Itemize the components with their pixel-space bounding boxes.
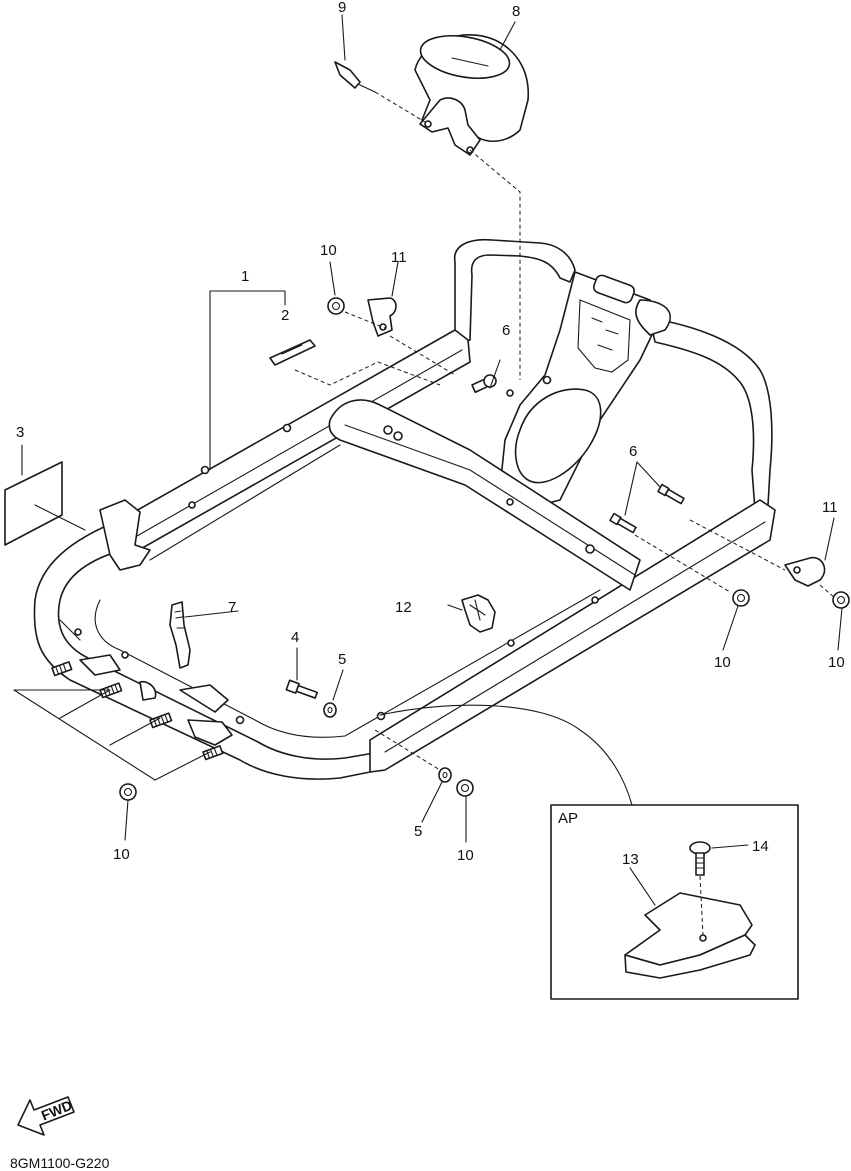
callout-11-right: 11 — [822, 499, 838, 516]
part-5-washer-upper — [323, 702, 337, 718]
callout-2: 2 — [281, 307, 289, 324]
callout-labels: 1 2 3 4 5 5 6 6 7 8 9 10 10 10 10 10 11 … — [16, 0, 845, 868]
main-frame — [33, 329, 776, 780]
callout-9: 9 — [338, 0, 346, 16]
part-9-clip-pin — [334, 61, 426, 123]
callout-10-lower-left: 10 — [113, 846, 130, 863]
part-3-label — [4, 461, 86, 546]
part-11-bracket-upper — [344, 297, 456, 376]
callout-10-right-a: 10 — [714, 654, 731, 671]
leader-lines — [21, 14, 843, 843]
callout-8: 8 — [512, 3, 520, 20]
diagram-code: 8GM1100-G220 — [10, 1155, 110, 1171]
callout-3: 3 — [16, 424, 24, 441]
ap-inset — [550, 804, 799, 1000]
fwd-arrow-icon: FWD — [17, 1096, 75, 1136]
part-10-nut-right-b — [832, 591, 850, 609]
part-10-nut-upper — [327, 297, 345, 315]
part-11-bracket-right — [689, 519, 836, 599]
callout-6-right: 6 — [629, 443, 637, 460]
part-6-bolt-right-b — [609, 512, 731, 593]
callout-6-upper: 6 — [502, 322, 510, 339]
part-6-bolt-right-a — [657, 483, 685, 505]
part-8-cover — [414, 34, 530, 156]
part-10-nut-lower-mid — [456, 779, 474, 797]
part-2-emblem — [269, 339, 441, 386]
part-13-plate — [624, 892, 756, 979]
callout-4: 4 — [291, 629, 299, 646]
callout-12: 12 — [395, 599, 412, 616]
front-studs — [13, 661, 224, 781]
part-12-clamp — [461, 594, 496, 633]
callout-7: 7 — [228, 599, 236, 616]
part-14-screw — [689, 841, 711, 936]
callout-10-upper: 10 — [320, 242, 337, 259]
leader-8-to-frame — [469, 149, 521, 380]
part-10-nut-right-a — [732, 589, 750, 607]
part-6-bolt-upper — [471, 359, 501, 394]
callout-5-lower: 5 — [414, 823, 422, 840]
part-5-washer-lower — [374, 729, 452, 783]
callout-10-right-b: 10 — [828, 654, 845, 671]
callout-5-upper: 5 — [338, 651, 346, 668]
part-4-bolt — [285, 679, 319, 699]
rear-bumper-tube — [635, 299, 773, 511]
part-10-nut-lower-left — [119, 783, 137, 801]
callout-10-lower-mid: 10 — [457, 847, 474, 864]
callout-14: 14 — [752, 838, 769, 855]
steering-column-frame — [454, 238, 661, 506]
callout-1: 1 — [241, 268, 249, 285]
callout-11-upper: 11 — [391, 249, 407, 266]
callout-13: 13 — [622, 851, 639, 868]
part-7-clip — [169, 601, 191, 669]
inset-label: AP — [558, 810, 578, 827]
fwd-label: FWD — [39, 1097, 75, 1124]
